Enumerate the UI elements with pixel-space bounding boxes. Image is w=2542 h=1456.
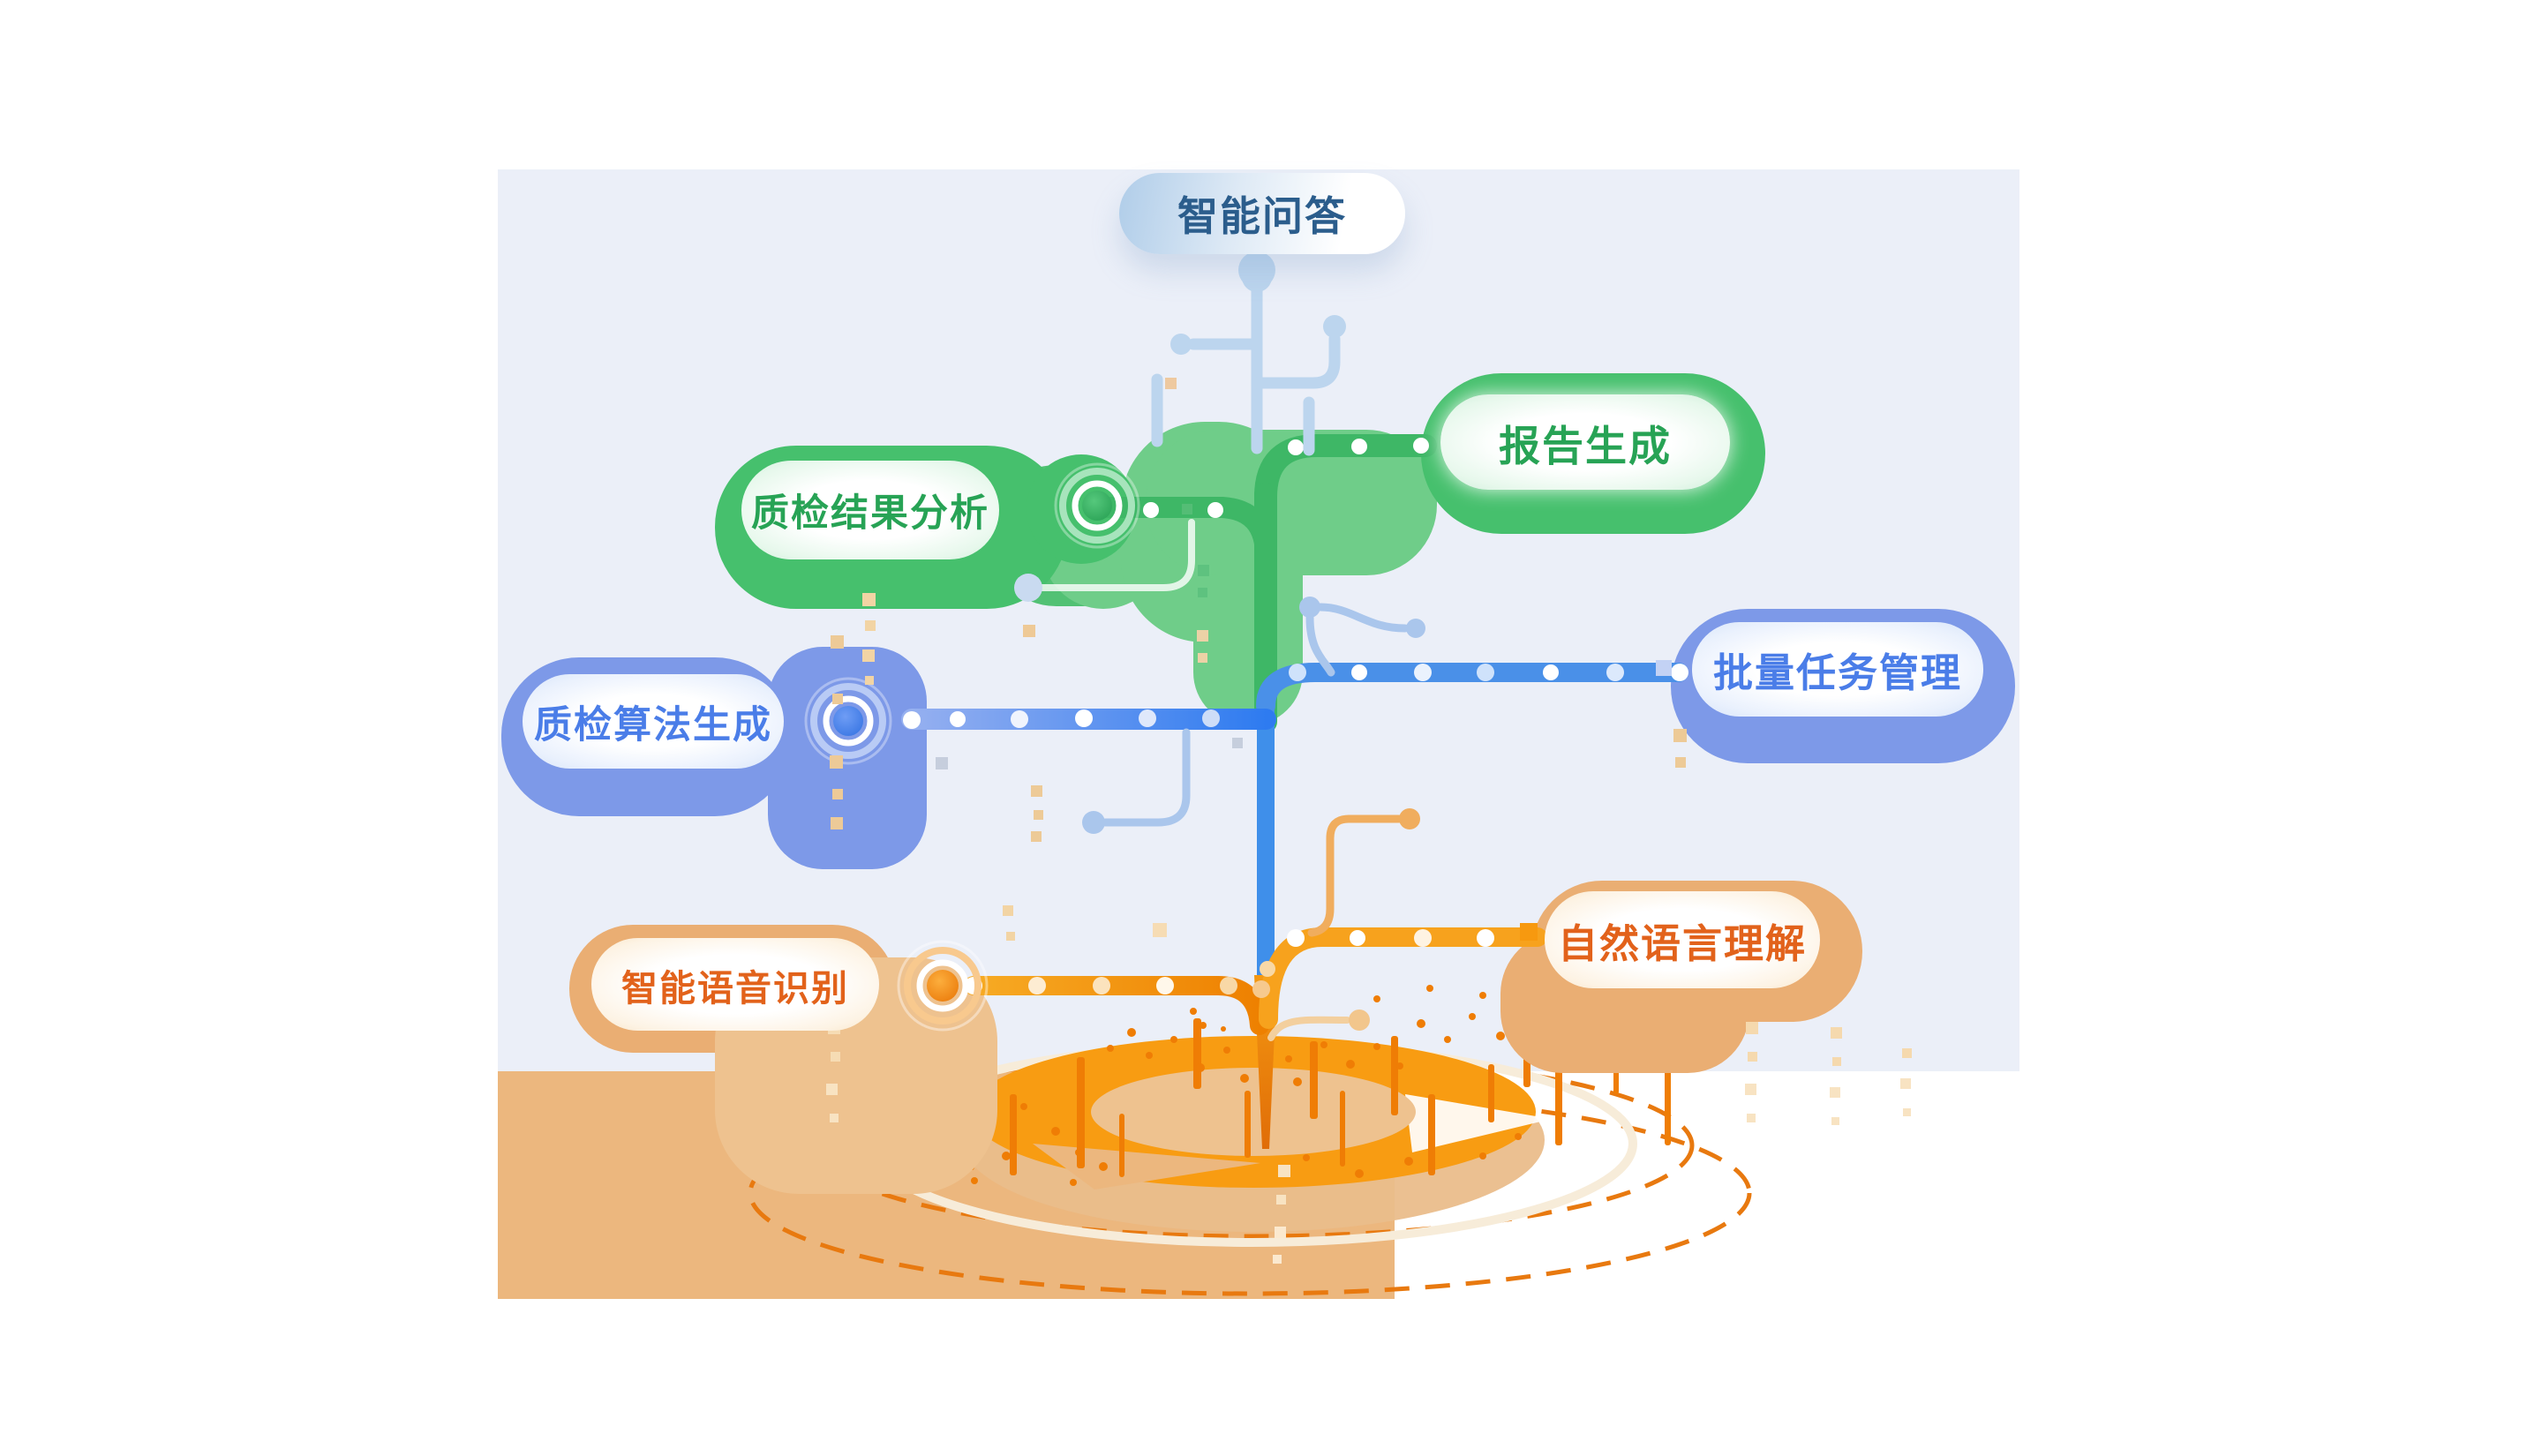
node-label-algorithm: 质检算法生成 <box>534 703 772 747</box>
ground-inner-disc <box>1091 1068 1416 1156</box>
node-label-qa: 智能问答 <box>1177 193 1347 239</box>
node-pill-qa: 智能问答 <box>1119 173 1405 254</box>
root-sprouts <box>969 1006 1671 1177</box>
node-pill-report: 报告生成 <box>1440 394 1730 490</box>
node-label-nlu: 自然语言理解 <box>1557 920 1807 966</box>
orange-branches <box>964 923 1547 1149</box>
square-trail-decorations <box>826 378 1912 1264</box>
circuit-decoration-blue-right <box>1299 597 1425 677</box>
node-label-report: 报告生成 <box>1499 422 1672 469</box>
branch-light-dots <box>903 438 1688 998</box>
analysis-node-ring-icon <box>1054 462 1140 549</box>
node-pill-algorithm: 质检算法生成 <box>523 674 784 769</box>
asr-node-ring-icon <box>897 940 989 1032</box>
node-label-batch: 批量任务管理 <box>1712 650 1962 695</box>
algorithm-node-ring-icon <box>804 677 892 765</box>
nlu-branch-terminal <box>1520 923 1538 941</box>
qa-pill-bump <box>1238 251 1275 289</box>
node-label-asr: 智能语音识别 <box>621 967 849 1009</box>
leaf-outline-decoration <box>1014 519 1195 602</box>
batch-edge-square <box>1656 660 1672 676</box>
circuit-decoration-blue-left <box>1082 728 1191 834</box>
node-pill-asr: 智能语音识别 <box>591 938 879 1031</box>
node-pill-analysis: 质检结果分析 <box>741 461 999 559</box>
node-label-analysis: 质检结果分析 <box>751 492 989 535</box>
node-pill-nlu: 自然语言理解 <box>1545 891 1820 988</box>
circuit-decoration-cream <box>1267 1009 1370 1041</box>
circuit-decoration-orange <box>1307 808 1420 937</box>
node-pill-batch: 批量任务管理 <box>1692 622 1983 717</box>
